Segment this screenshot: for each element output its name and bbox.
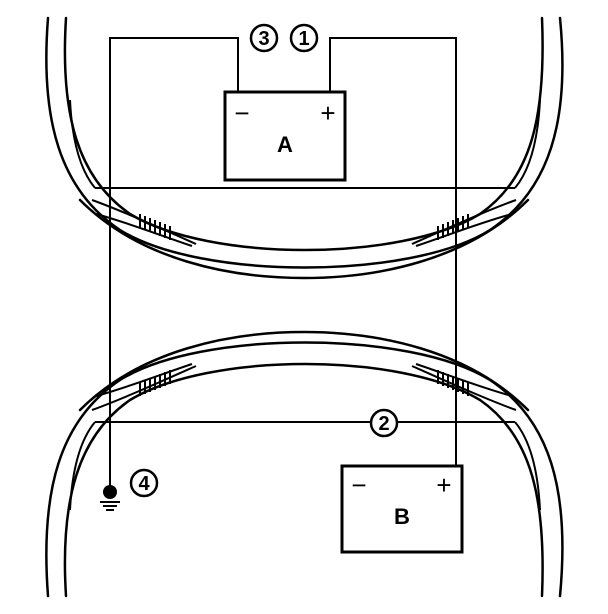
callout-3: 3 <box>249 23 279 53</box>
ground-icon <box>100 485 120 511</box>
callout-1: 1 <box>289 23 319 53</box>
battery-a: − + A <box>223 90 347 182</box>
battery-a-positive: + <box>320 98 335 128</box>
jumper-cables <box>109 37 457 488</box>
callout-4: 4 <box>129 468 159 498</box>
headlight-right-b <box>437 370 469 396</box>
vehicle-a-outline <box>45 16 564 280</box>
cable-positive <box>329 37 457 468</box>
battery-b: − + B <box>340 464 464 554</box>
callout-2: 2 <box>369 408 399 438</box>
headlight-left-b <box>139 370 171 396</box>
vehicle-b-outline <box>45 330 564 598</box>
battery-b-negative: − <box>351 470 366 500</box>
headlight-left-a <box>139 214 171 240</box>
svg-text:2: 2 <box>378 413 389 435</box>
svg-text:4: 4 <box>138 473 150 495</box>
battery-b-label: B <box>394 504 410 529</box>
svg-text:1: 1 <box>298 28 309 50</box>
headlight-right-a <box>437 214 469 240</box>
svg-text:3: 3 <box>258 28 269 50</box>
battery-b-positive: + <box>436 470 451 500</box>
battery-a-label: A <box>277 132 293 157</box>
cable-negative <box>109 37 239 488</box>
battery-a-negative: − <box>234 98 249 128</box>
